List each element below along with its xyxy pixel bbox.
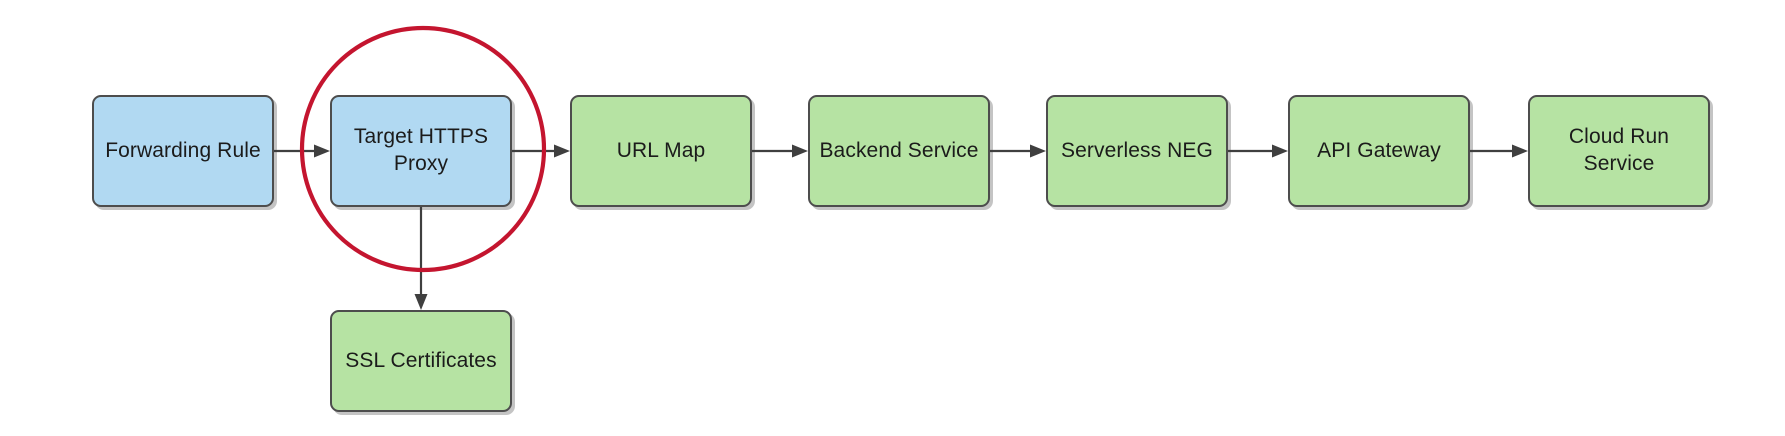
- node-label-api-gateway: API Gateway: [1317, 138, 1441, 162]
- edge-backend-service-to-serverless-neg: [990, 144, 1046, 158]
- node-backend-service[interactable]: Backend Service: [808, 95, 990, 207]
- node-serverless-neg[interactable]: Serverless NEG: [1046, 95, 1228, 207]
- edge-forwarding-rule-to-target-https-proxy: [274, 144, 330, 158]
- edge-serverless-neg-to-api-gateway: [1228, 144, 1288, 158]
- edge-target-https-proxy-to-url-map: [512, 144, 570, 158]
- node-label-backend-service: Backend Service: [819, 138, 979, 162]
- edge-target-https-proxy-to-ssl-certificates: [414, 207, 428, 310]
- node-label-serverless-neg: Serverless NEG: [1061, 138, 1213, 162]
- node-url-map[interactable]: URL Map: [570, 95, 752, 207]
- node-api-gateway[interactable]: API Gateway: [1288, 95, 1470, 207]
- node-forwarding-rule[interactable]: Forwarding Rule: [92, 95, 274, 207]
- edge-url-map-to-backend-service: [752, 144, 808, 158]
- highlight-circle-annotation: [299, 25, 547, 273]
- node-label-ssl-certificates: SSL Certificates: [345, 348, 497, 372]
- node-label-forwarding-rule: Forwarding Rule: [105, 138, 261, 162]
- node-ssl-certificates[interactable]: SSL Certificates: [330, 310, 512, 412]
- edge-api-gateway-to-cloud-run-service: [1470, 144, 1528, 158]
- node-label-url-map: URL Map: [616, 138, 706, 162]
